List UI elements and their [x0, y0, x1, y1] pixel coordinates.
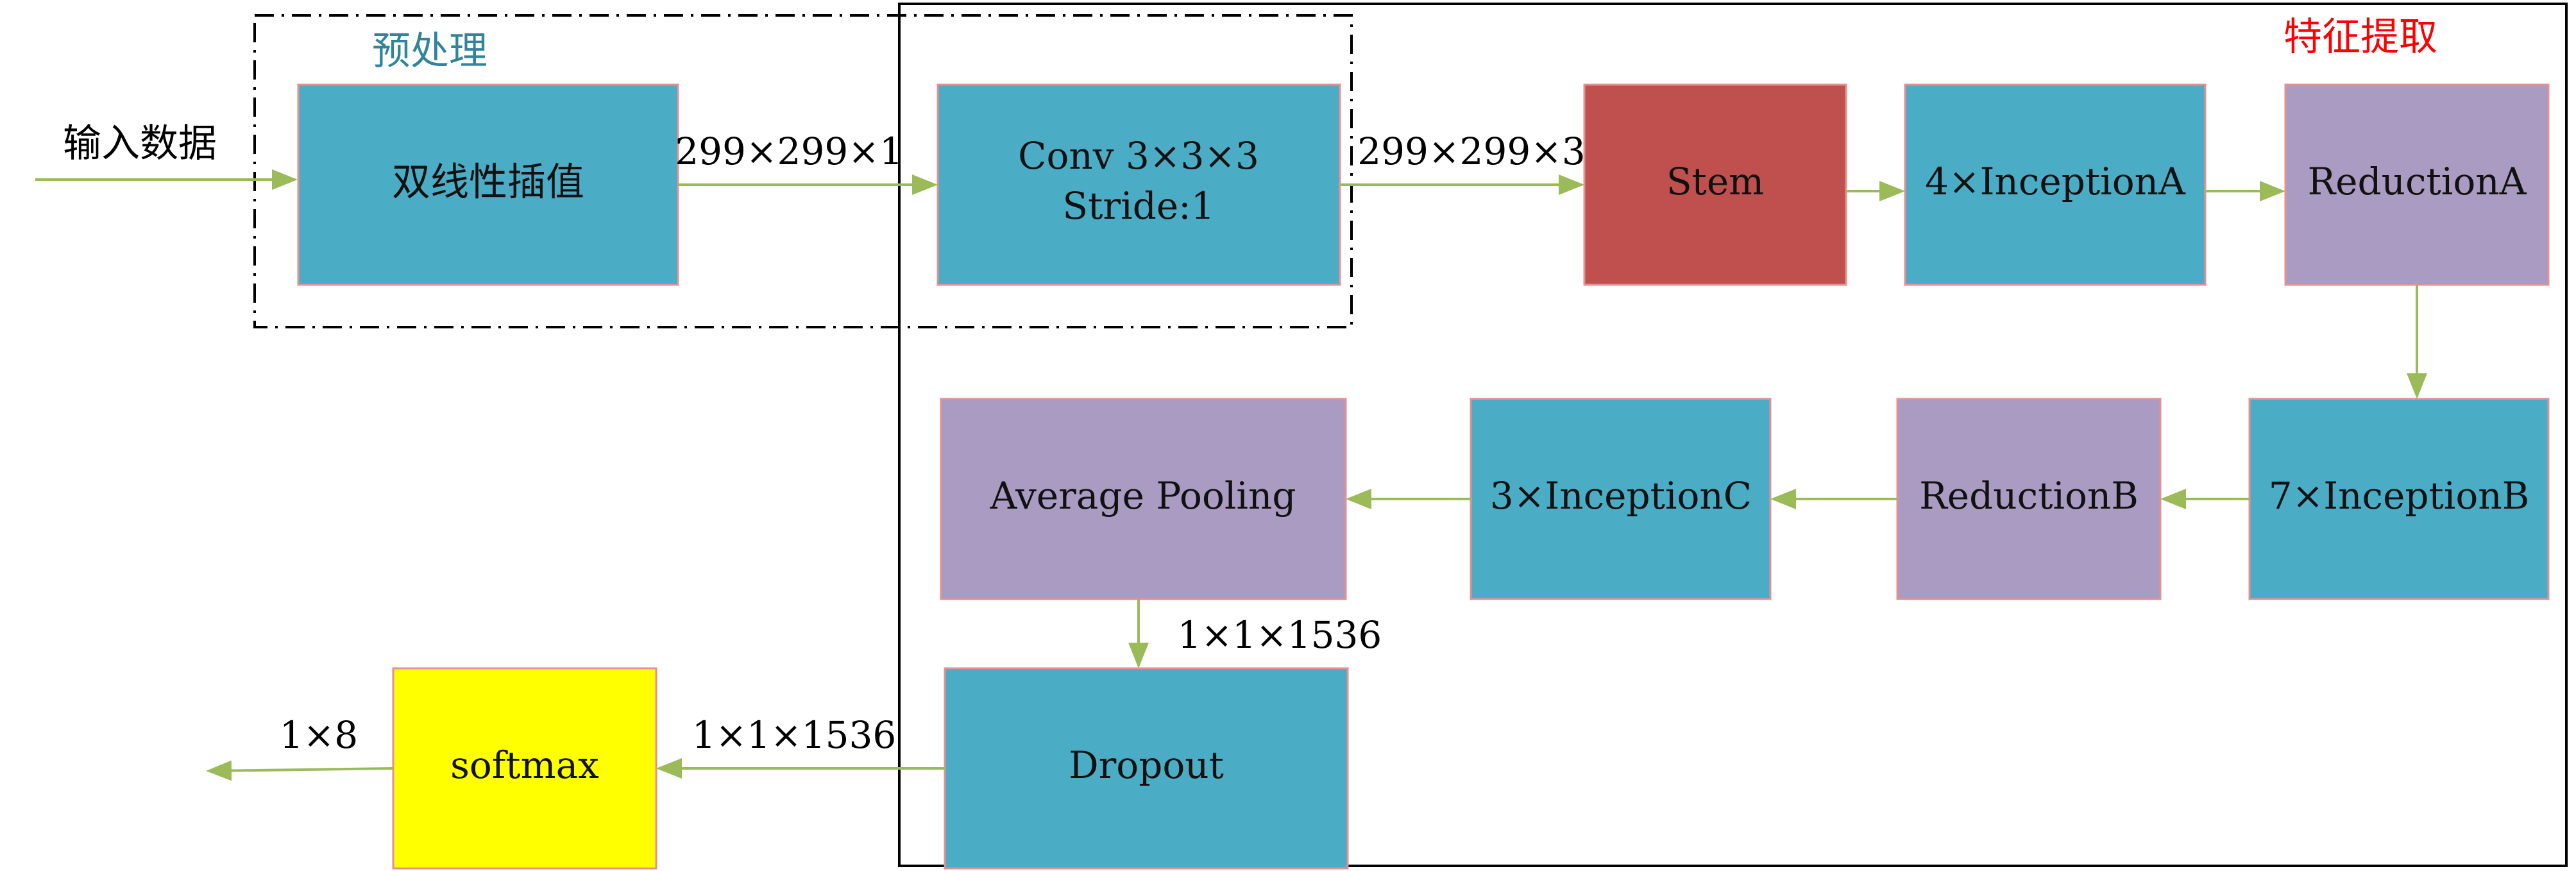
stem-box — [1583, 83, 1847, 286]
stem-label: Stem — [1666, 160, 1764, 203]
conv-label-line2: Stride:1 — [1062, 184, 1214, 228]
bilinear-interpolation-label: 双线性插值 — [392, 160, 584, 205]
arrow-softmax-output — [206, 760, 394, 781]
softmax-box — [392, 667, 657, 870]
inceptionB-box — [2248, 398, 2550, 600]
reductionA-box — [2284, 83, 2550, 286]
edge-label-after-dropout: 1×1×1536 — [692, 713, 897, 757]
preprocessing-frame — [253, 14, 1353, 328]
conv-box — [936, 83, 1341, 286]
edge-label-after-pooling: 1×1×1536 — [1178, 613, 1382, 657]
average-pooling-box — [940, 398, 1347, 600]
softmax-label: softmax — [450, 743, 599, 787]
bilinear-interpolation-box — [297, 83, 679, 286]
reductionB-label: ReductionB — [1919, 474, 2139, 518]
inceptionB-label: 7×InceptionB — [2269, 474, 2529, 518]
inceptionA-label: 4×InceptionA — [1925, 160, 2186, 203]
preprocessing-label: 预处理 — [372, 29, 487, 74]
average-pooling-label: Average Pooling — [990, 474, 1296, 518]
conv-label-line1: Conv 3×3×3 — [1018, 134, 1259, 178]
inceptionA-box — [1904, 83, 2207, 286]
feature-extraction-label: 特征提取 — [2284, 15, 2437, 60]
dropout-label: Dropout — [1069, 743, 1224, 787]
edge-label-output: 1×8 — [280, 713, 358, 757]
edge-label-after-conv: 299×299×3 — [1357, 130, 1586, 173]
inceptionC-label: 3×InceptionC — [1490, 474, 1752, 518]
reductionB-box — [1896, 398, 2162, 600]
feature-extraction-frame — [898, 3, 2568, 867]
input-data-label: 输入数据 — [63, 121, 217, 166]
inceptionC-box — [1470, 398, 1772, 600]
reductionA-label: ReductionA — [2308, 160, 2527, 203]
edge-label-after-interpolation: 299×299×1 — [675, 130, 903, 173]
